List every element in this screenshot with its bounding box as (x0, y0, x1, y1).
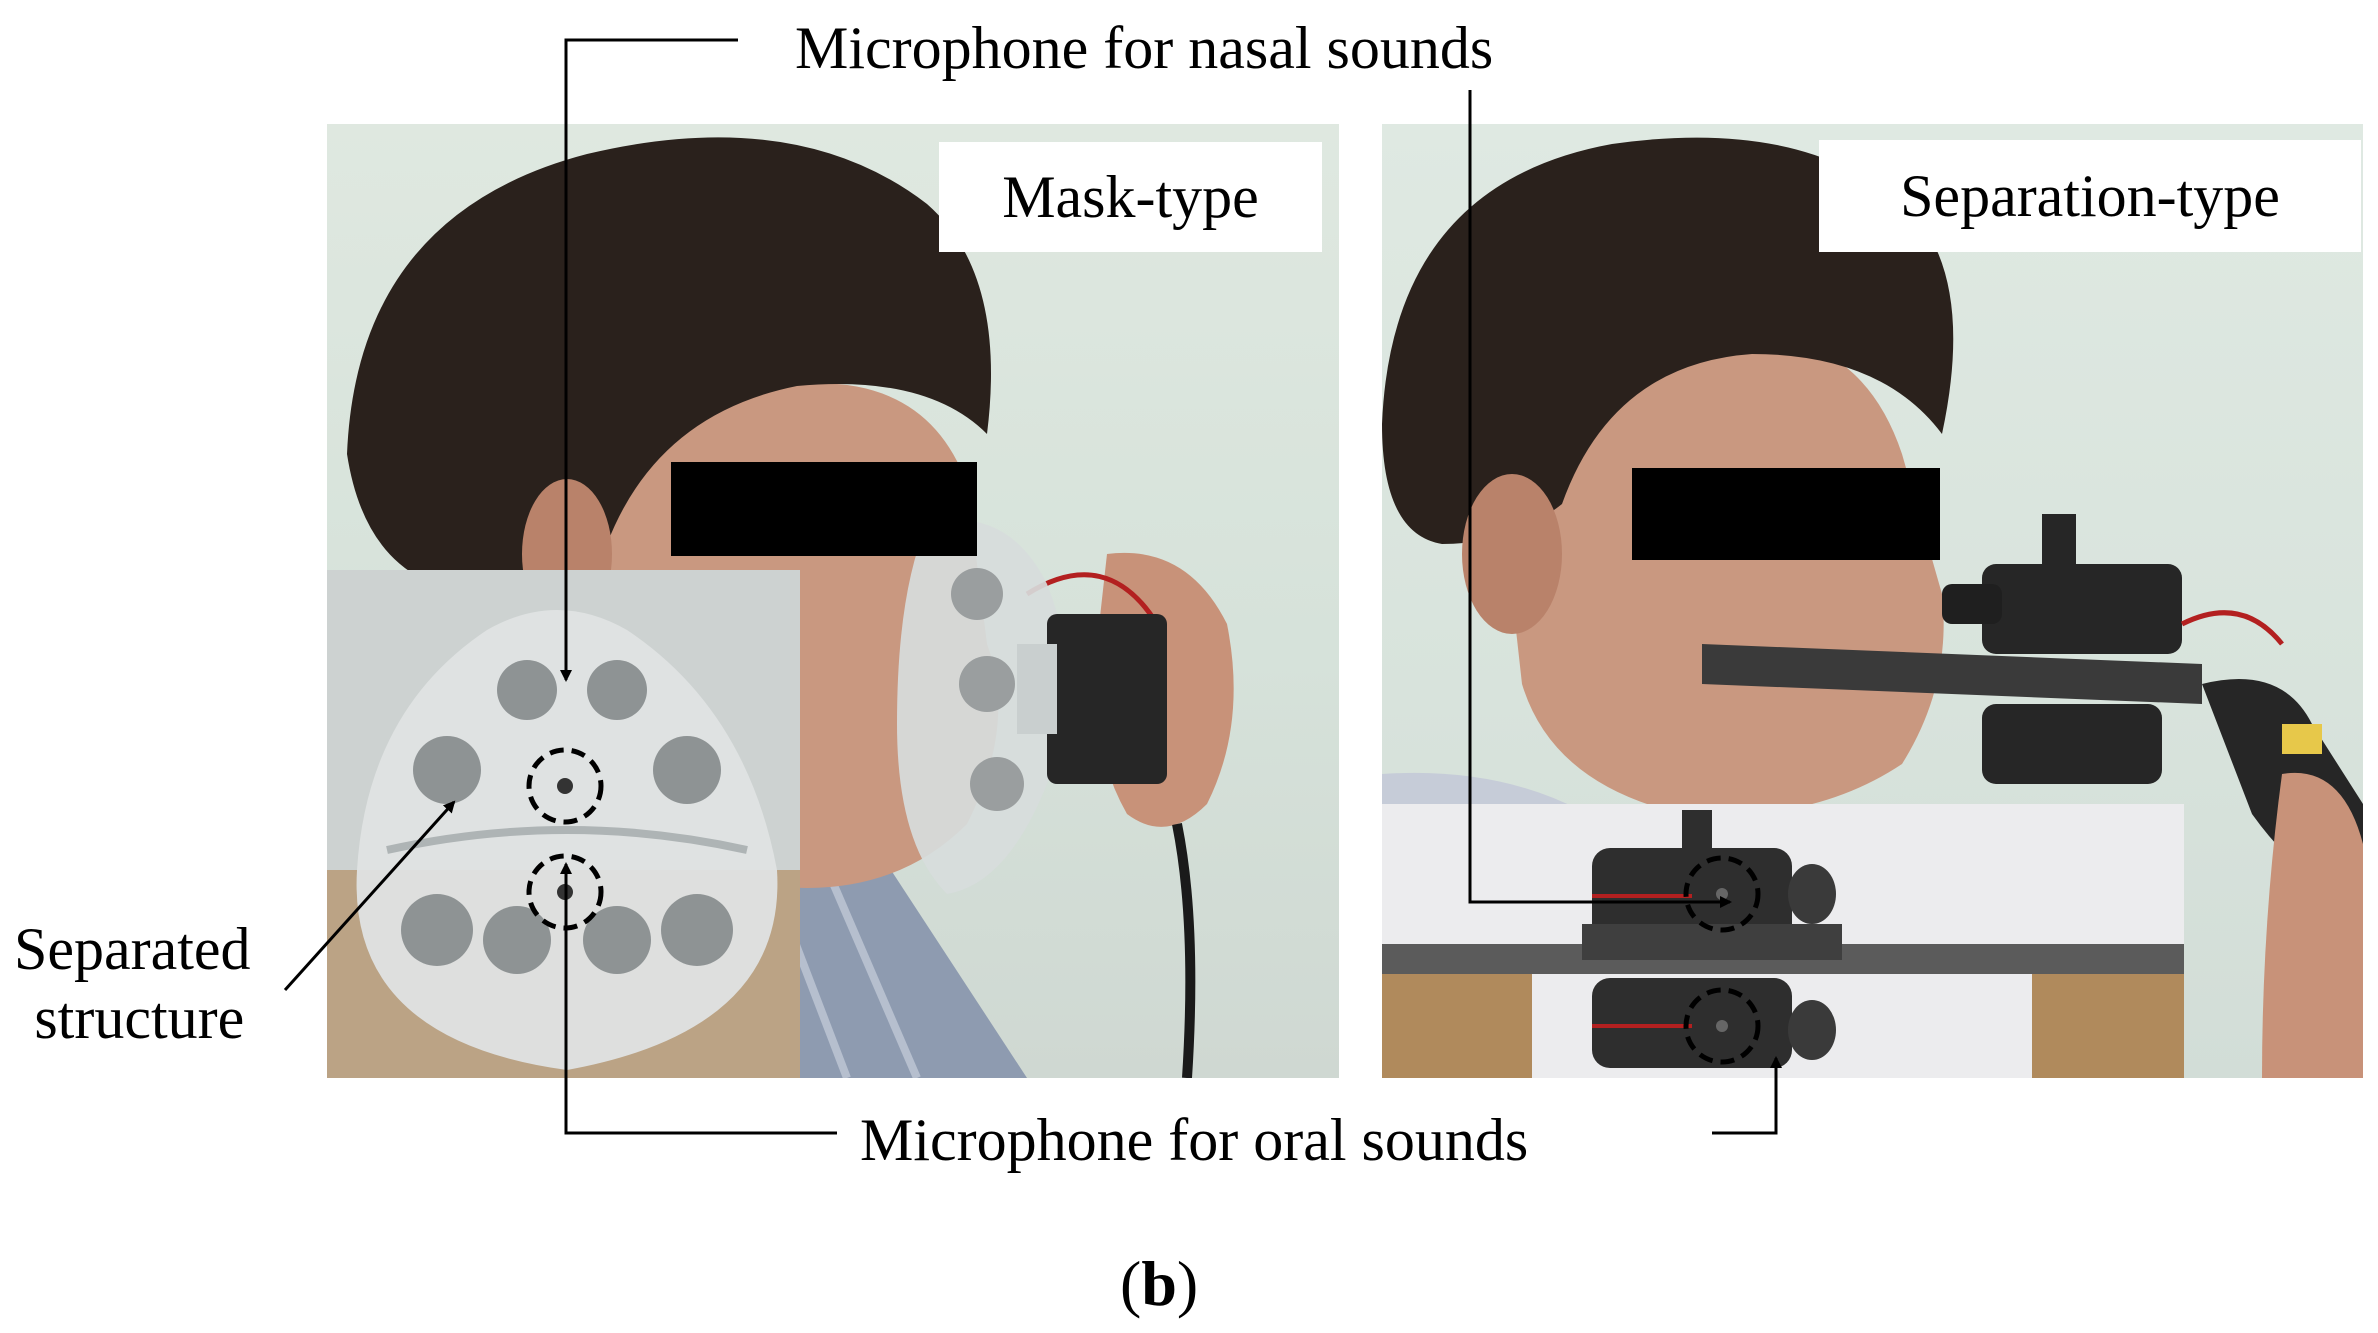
subfigure-label: (b) (1120, 1248, 1199, 1319)
separation-type-label: Separation-type (1819, 140, 2361, 252)
hair (347, 137, 991, 595)
nasal-callout-left (560, 38, 738, 682)
oral-callout-left (560, 862, 837, 1135)
separated-structure-arrow (283, 800, 456, 992)
redaction-bar (671, 462, 977, 556)
microphone-housing (1047, 614, 1167, 784)
mic-nasal-label: Microphone for nasal sounds (795, 15, 1494, 81)
mask-type-photo: Mask-type (327, 124, 1339, 1078)
upper-microphone-box (1982, 564, 2182, 654)
separation-type-text: Separation-type (1900, 163, 2280, 229)
structure-text: structure (34, 985, 245, 1051)
separated-structure-label: Separated structure (14, 915, 251, 1053)
separation-device-illustration (1382, 804, 2184, 1078)
hand (2262, 772, 2363, 1078)
mask-type-label: Mask-type (939, 142, 1322, 252)
mask-type-text: Mask-type (1002, 164, 1259, 230)
lower-box (1592, 978, 1792, 1068)
mask-front-illustration (327, 570, 800, 1078)
separation-plate (1702, 644, 2202, 704)
face (1502, 334, 1944, 816)
ear (1462, 474, 1562, 634)
separated-text: Separated (14, 916, 251, 982)
mic-oral-label: Microphone for oral sounds (860, 1107, 1529, 1173)
separation-type-photo: Separation-type (1382, 124, 2363, 1078)
separation-device-inset (1382, 804, 2184, 1078)
mask-front-inset (327, 570, 800, 1078)
redaction-bar (1632, 468, 1940, 560)
nasal-callout-right (1468, 90, 1732, 908)
lower-microphone-box (1982, 704, 2162, 784)
subfigure-letter: b (1141, 1248, 1177, 1319)
hair (1382, 137, 1954, 545)
oral-callout-right (1712, 1056, 1782, 1135)
